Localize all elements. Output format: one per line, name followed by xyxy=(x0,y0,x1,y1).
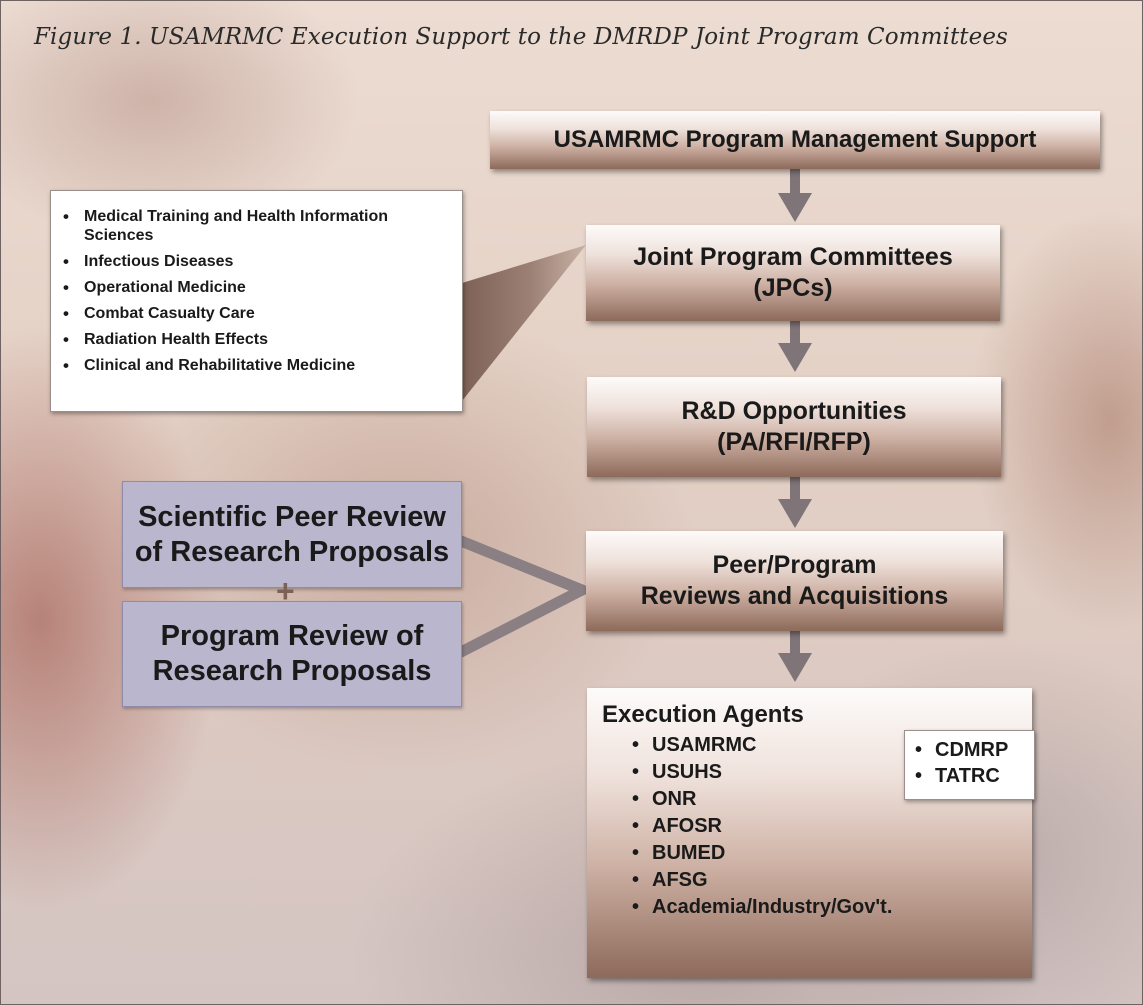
execution-agents-list: USAMRMC USUHS ONR AFOSR BUMED AFSG Acade… xyxy=(630,732,892,921)
jpc-list-box: Medical Training and Health Information … xyxy=(50,190,463,412)
sub-agent-item: TATRC xyxy=(911,763,1034,789)
agent-item: Academia/Industry/Gov't. xyxy=(630,894,892,921)
scientific-peer-review-box: Scientific Peer Review of Research Propo… xyxy=(122,481,462,588)
program-management-support-label: USAMRMC Program Management Support xyxy=(553,126,1037,153)
jpc-abbrev: (JPCs) xyxy=(753,274,833,302)
arrow-to-review xyxy=(778,499,812,528)
usamrmc-sub-agents-list: CDMRP TATRC xyxy=(911,737,1034,789)
agent-item: ONR xyxy=(630,786,892,813)
jpc-list-item: Clinical and Rehabilitative Medicine xyxy=(59,356,454,375)
jpc-list: Medical Training and Health Information … xyxy=(59,207,454,375)
rd-opportunities-box: R&D Opportunities (PA/RFI/RFP) xyxy=(587,377,1001,477)
jpc-list-item: Radiation Health Effects xyxy=(59,330,454,349)
agent-item: USAMRMC xyxy=(630,732,892,759)
plus-sign: + xyxy=(276,573,295,609)
jpc-box: Joint Program Committees (JPCs) xyxy=(586,225,1000,321)
agent-item: AFSG xyxy=(630,867,892,894)
usamrmc-sub-agents-box: CDMRP TATRC xyxy=(904,730,1035,800)
peer-review-line2: of Research Proposals xyxy=(134,535,450,568)
peer-program-review-box: Peer/Program Reviews and Acquisitions xyxy=(586,531,1003,631)
peer-review-connector xyxy=(455,535,588,596)
agent-item: USUHS xyxy=(630,759,892,786)
arrow-to-jpc xyxy=(778,193,812,222)
rd-types: (PA/RFI/RFP) xyxy=(717,428,871,456)
jpc-title: Joint Program Committees xyxy=(633,242,953,271)
jpc-list-item: Combat Casualty Care xyxy=(59,304,454,323)
review-title-line1: Peer/Program xyxy=(712,550,877,579)
review-title-line2: Reviews and Acquisitions xyxy=(640,582,949,610)
agent-item: BUMED xyxy=(630,840,892,867)
program-review-line1: Program Review of xyxy=(160,620,424,653)
rd-title: R&D Opportunities xyxy=(681,396,907,425)
execution-agents-title: Execution Agents xyxy=(602,701,804,728)
program-review-line2: Research Proposals xyxy=(152,655,432,687)
arrow-to-rd xyxy=(778,343,812,372)
agent-item: AFOSR xyxy=(630,813,892,840)
program-review-box: Program Review of Research Proposals xyxy=(122,601,462,707)
sub-agent-item: CDMRP xyxy=(911,737,1034,763)
figure-caption: Figure 1. USAMRMC Execution Support to t… xyxy=(34,24,1008,50)
program-review-connector xyxy=(455,584,588,658)
jpc-list-item: Infectious Diseases xyxy=(59,252,454,271)
jpc-list-item: Operational Medicine xyxy=(59,278,454,297)
peer-review-line1: Scientific Peer Review xyxy=(138,500,446,533)
program-management-support-box: USAMRMC Program Management Support xyxy=(490,111,1100,169)
jpc-list-wedge xyxy=(462,245,586,401)
arrow-to-agents xyxy=(778,653,812,682)
jpc-list-item: Medical Training and Health Information … xyxy=(59,207,454,245)
